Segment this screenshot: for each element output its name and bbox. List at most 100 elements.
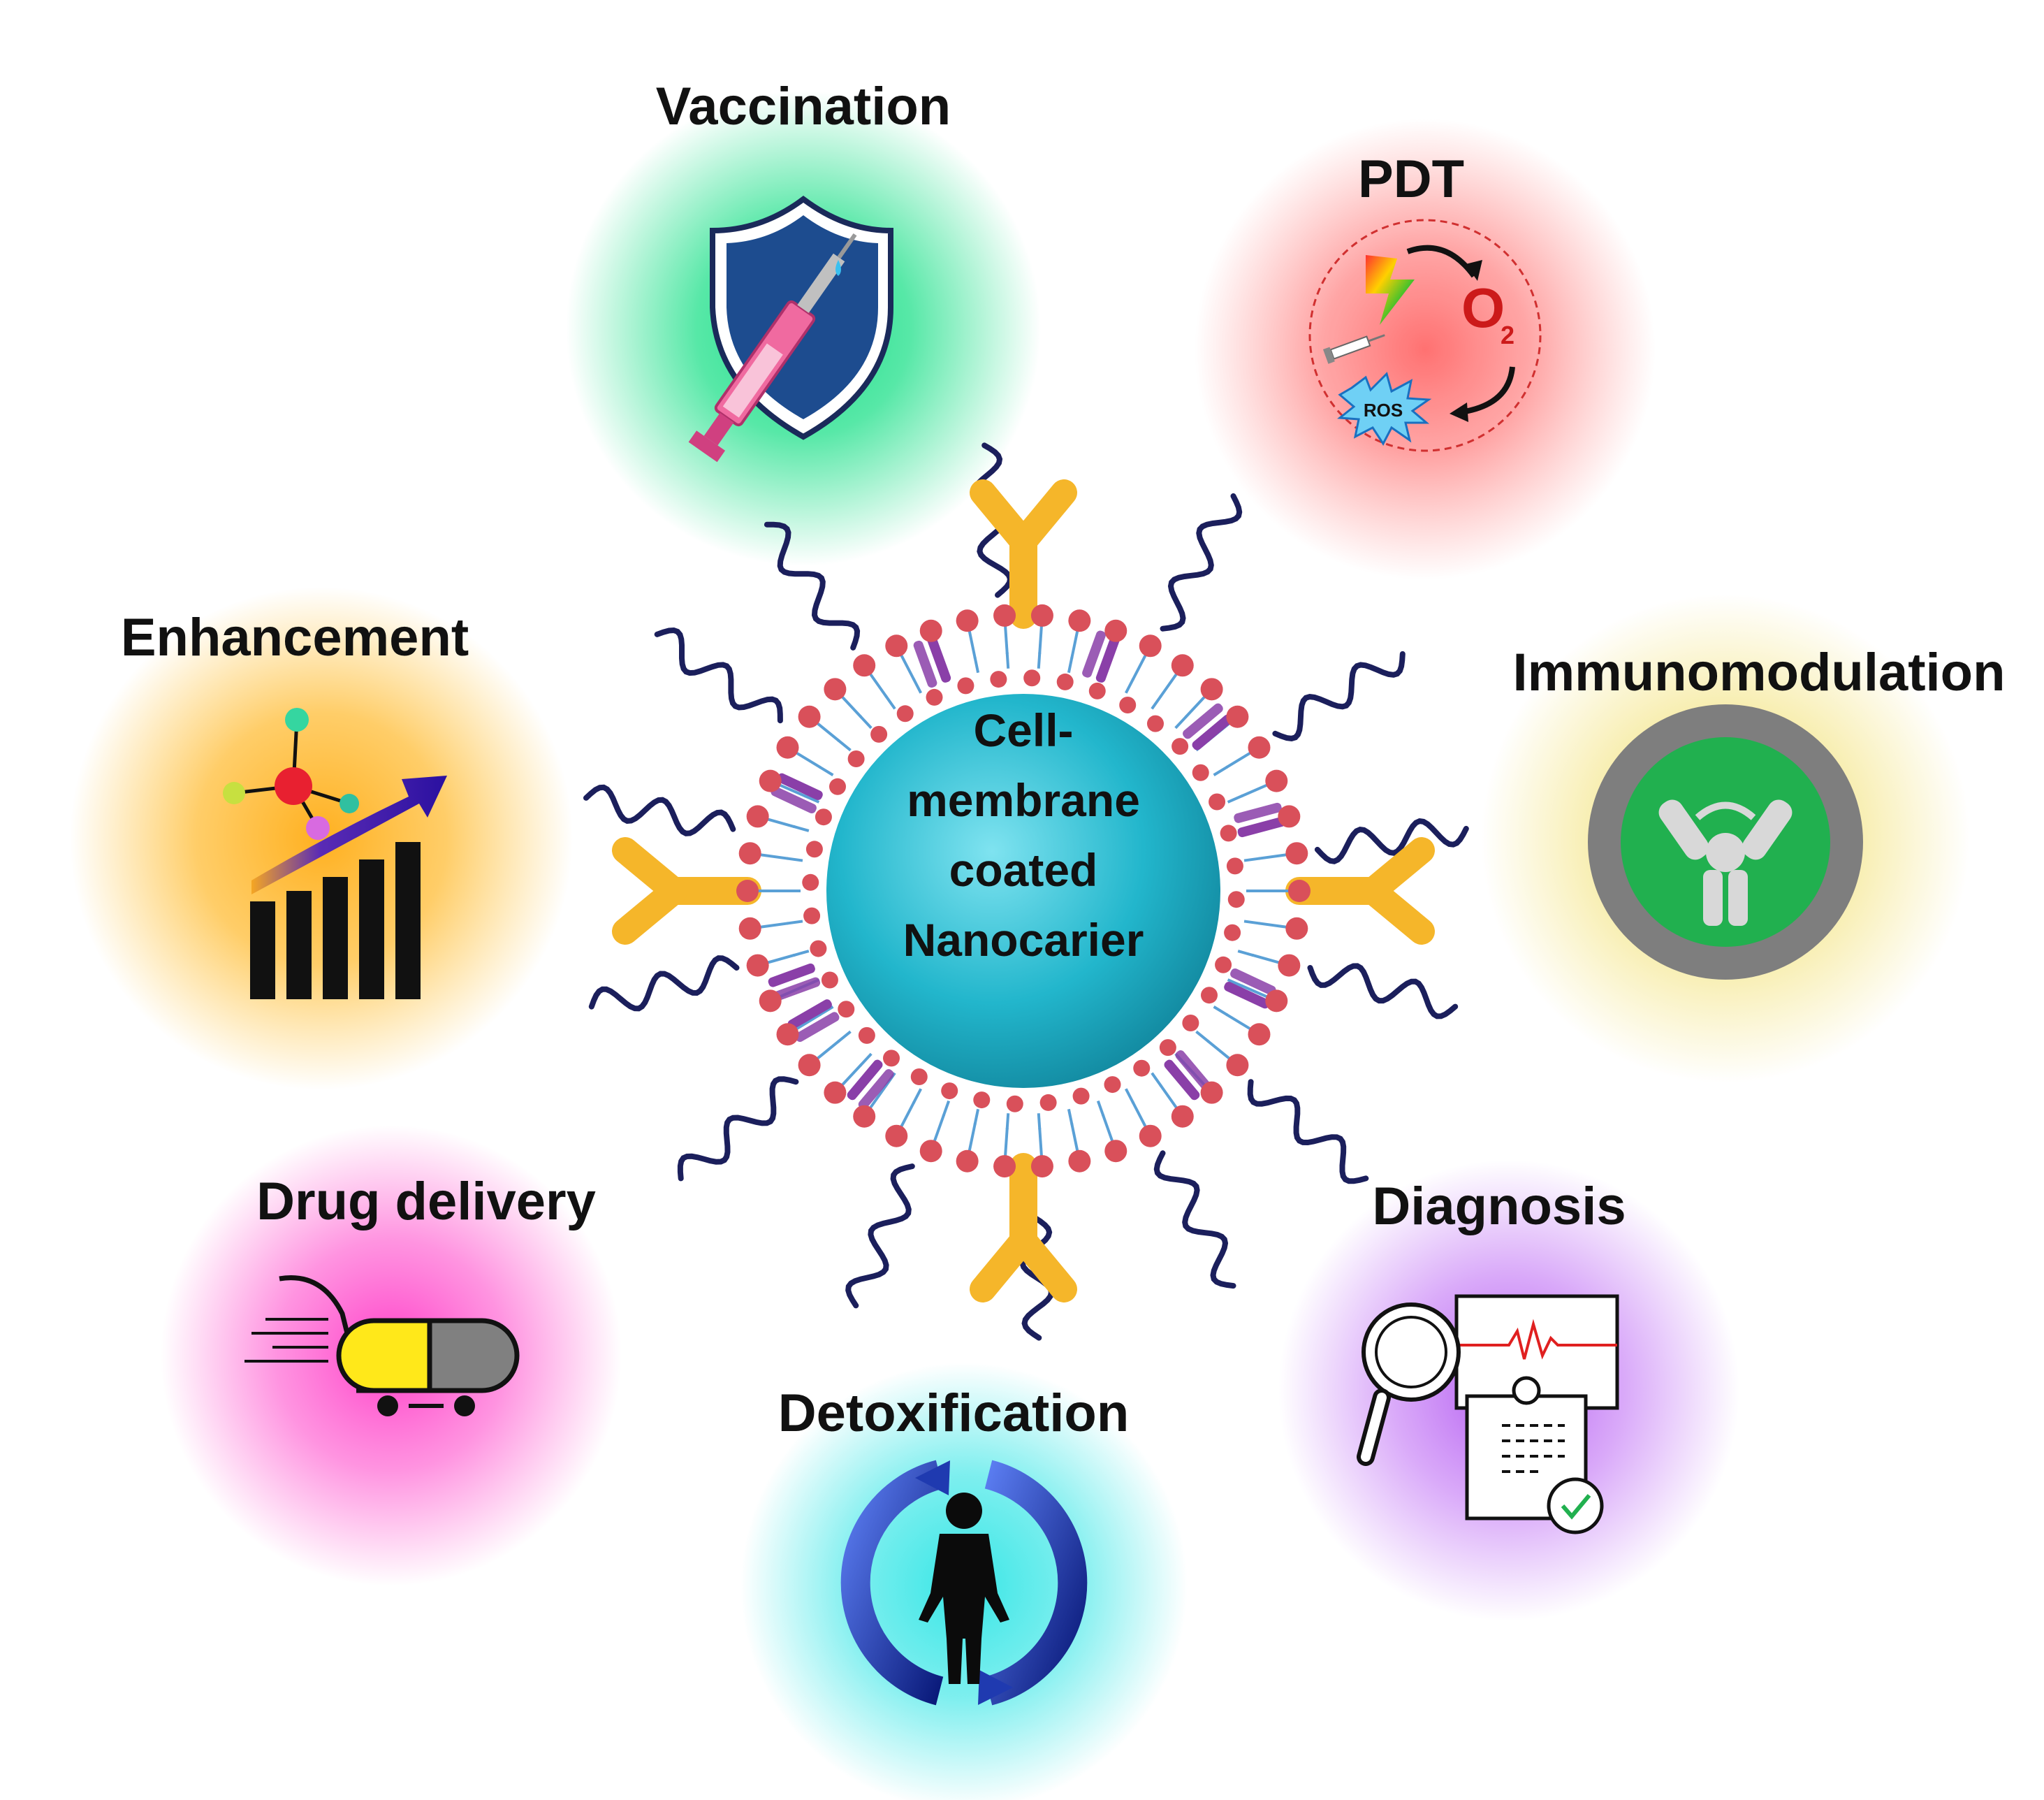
lipid-tail: [1213, 1006, 1229, 1017]
channel-segment: [1183, 703, 1223, 739]
lipid-tail: [837, 1030, 852, 1043]
lipid-head: [1146, 715, 1164, 732]
lipid-head: [1265, 989, 1288, 1013]
lipid-tail: [1038, 625, 1043, 654]
lipid-head: [883, 1050, 900, 1067]
lipid-head: [1030, 604, 1053, 627]
enhancement-label: Enhancement: [121, 608, 469, 667]
glycan-chain: [1314, 818, 1469, 864]
lipid-head: [1224, 924, 1241, 941]
channel-segment: [1192, 714, 1233, 750]
lipid-tail: [1096, 1100, 1105, 1117]
lipid-head: [1226, 705, 1249, 728]
glycan-chain: [583, 784, 736, 836]
lipid-head: [1200, 678, 1223, 701]
lipid-tail: [1067, 1108, 1074, 1126]
nanocarrier: Cell- membrane coated Nanocarier: [583, 442, 1469, 1341]
lipid-head: [1119, 696, 1137, 713]
lipid-head: [1139, 634, 1162, 658]
antibody-icon: [970, 1153, 1077, 1302]
lipid-head: [1226, 1054, 1249, 1077]
lipid-tail: [973, 1108, 980, 1126]
lipid-head: [885, 634, 908, 658]
center-line-1: Cell-: [973, 704, 1073, 756]
lipid-tail: [1206, 1040, 1231, 1060]
lipid-tail: [793, 950, 810, 957]
lipid-head: [1039, 1094, 1057, 1111]
lipid-head: [1278, 805, 1301, 828]
lipid-head: [798, 705, 821, 728]
channel-segment: [1234, 802, 1282, 823]
lipid-head: [1248, 1023, 1271, 1046]
growth-chart-icon: [223, 708, 447, 999]
lipid-tail: [1195, 1030, 1210, 1043]
lipid-head: [803, 907, 821, 924]
lipid-head: [956, 609, 979, 632]
lipid-tail: [1237, 950, 1254, 957]
drug-delivery-label: Drug delivery: [256, 1172, 596, 1231]
lipid-tail: [1241, 783, 1269, 798]
lipid-tail: [868, 672, 888, 698]
lipid-tail: [837, 739, 852, 752]
lipid-tail: [973, 656, 980, 674]
lipid-tail: [1174, 715, 1188, 730]
glycan-chain: [588, 955, 740, 1012]
lipid-tail: [1004, 1128, 1009, 1157]
lipid-head: [746, 954, 769, 977]
lipid-head: [885, 1124, 908, 1147]
lipid-head: [776, 736, 799, 759]
lipid-head: [821, 971, 838, 989]
antibody-icon: [970, 479, 1077, 629]
light-bolt-icon: [1366, 255, 1415, 325]
lipid-head: [1285, 842, 1308, 865]
lipid-tail: [1124, 1088, 1135, 1104]
lipid-head: [896, 705, 914, 723]
channel-segment: [913, 640, 937, 688]
lipid-tail: [803, 794, 820, 804]
lipid-tail: [1131, 653, 1148, 681]
lipid-tail: [818, 765, 834, 776]
channel-segment: [1164, 1059, 1200, 1101]
lipid-tail: [786, 920, 803, 925]
lipid-tail: [1213, 765, 1229, 776]
pdt-glow: [1195, 119, 1656, 580]
shield-syringe-icon: [688, 196, 893, 463]
pdt-cycle-icon: O 2 ROS: [1308, 219, 1542, 452]
lipid-head: [1104, 1076, 1121, 1094]
lipid-tail: [868, 1084, 888, 1110]
lipid-tail: [840, 1064, 863, 1087]
pdt-syringe-icon: [1322, 334, 1385, 364]
membrane-channel: [847, 1059, 894, 1110]
channel-segment: [847, 1059, 883, 1101]
membrane-channel: [1234, 802, 1286, 838]
lipid-tail: [1004, 625, 1009, 654]
lipid-tail: [933, 1114, 946, 1142]
lipid-head: [993, 1155, 1016, 1178]
lipid-head: [1171, 738, 1189, 755]
channel-segment: [1224, 982, 1270, 1009]
lipid-head: [1265, 769, 1288, 792]
lipid-head: [815, 808, 832, 826]
channel-segment: [773, 977, 821, 1001]
lipid-tail: [1037, 652, 1042, 669]
membrane-channel: [768, 963, 821, 1001]
antibody-arm: [612, 837, 687, 904]
lipid-tail: [1243, 920, 1261, 925]
membrane-channel: [787, 999, 840, 1043]
lipid-tail: [1251, 953, 1280, 964]
lipid-tail: [1037, 1113, 1042, 1130]
lipid-head: [1159, 1039, 1176, 1057]
membrane-channel: [913, 635, 951, 688]
lipid-tail: [818, 1006, 834, 1017]
diagnosis-label: Diagnosis: [1372, 1177, 1626, 1236]
lipid-tail: [899, 653, 916, 681]
magnifier-report-icon: [1357, 1294, 1619, 1534]
glycan-chain: [677, 1076, 799, 1182]
lipid-head: [805, 841, 823, 858]
center-line-3: coated: [949, 844, 1098, 896]
lipid-head: [759, 769, 782, 792]
lipid-head: [919, 1140, 942, 1163]
lipid-head: [870, 725, 888, 743]
application-labels: Vaccination PDT Immunomodulation Diagnos…: [121, 77, 2006, 1443]
